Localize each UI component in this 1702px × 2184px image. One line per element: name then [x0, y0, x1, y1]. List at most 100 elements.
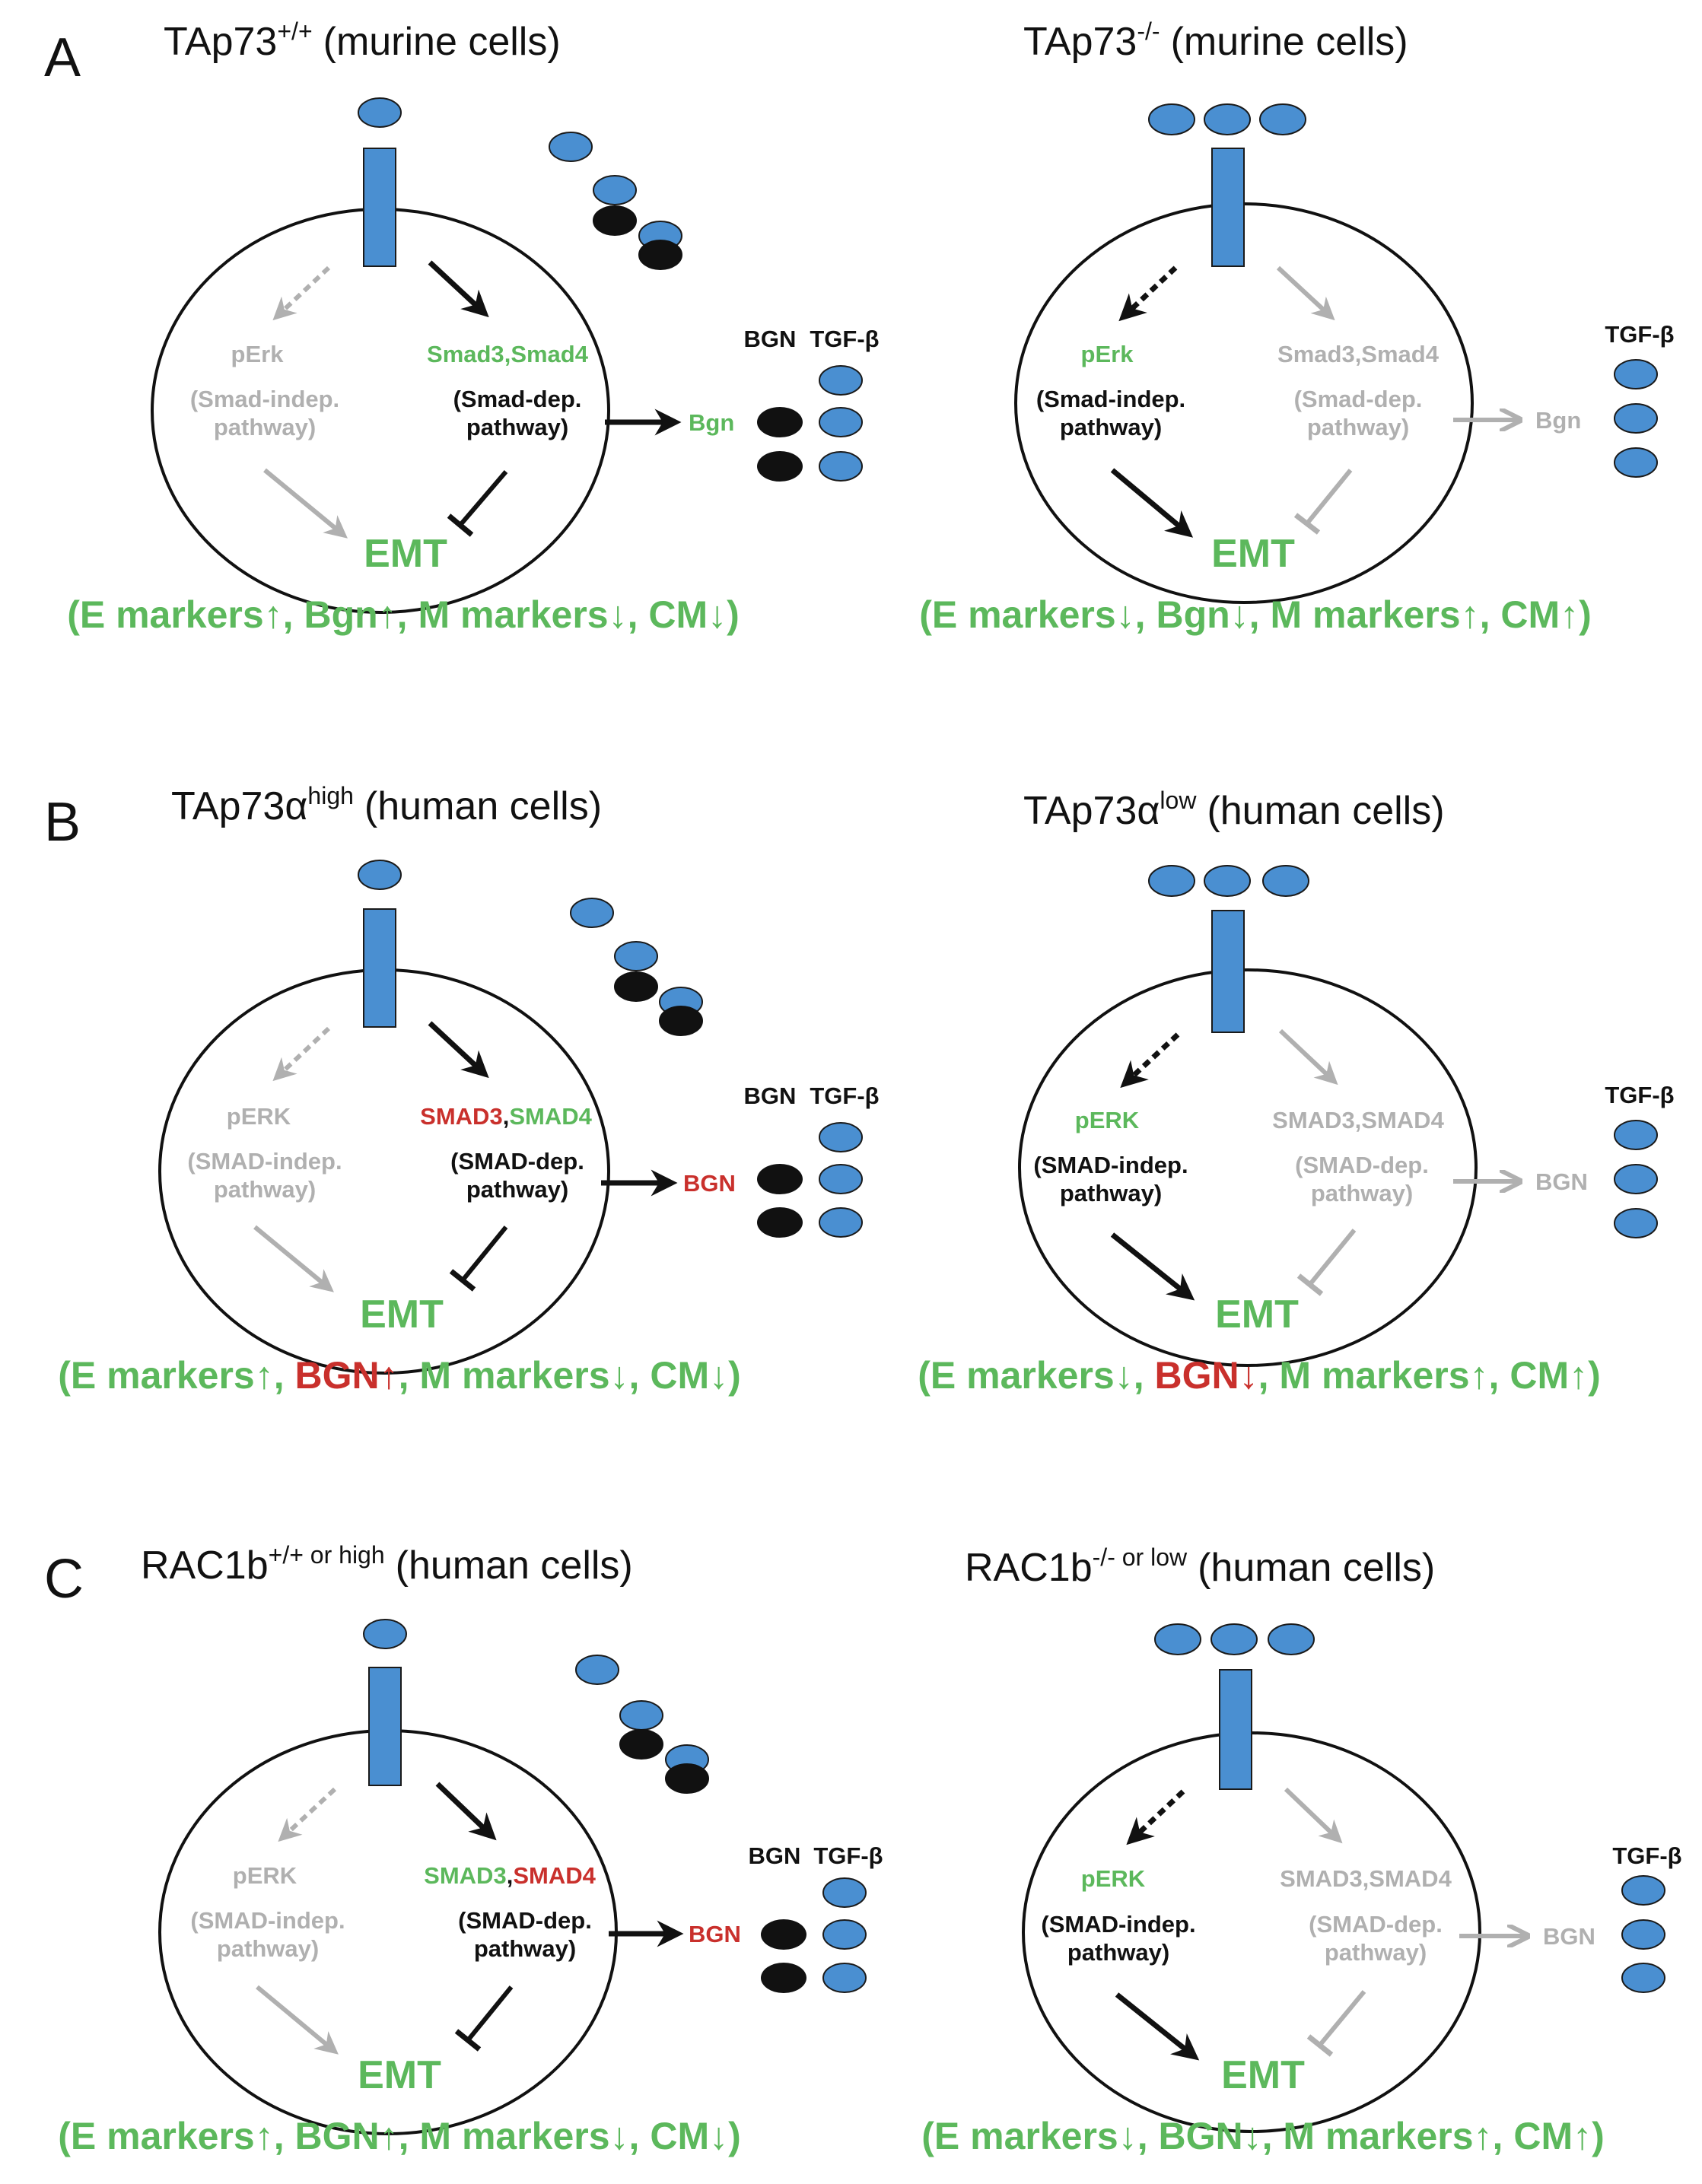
- bgn-bound-2: [638, 240, 682, 270]
- smad-label: SMAD3,SMAD4: [1272, 1107, 1444, 1133]
- arrow-to-smad-inactive: [1284, 1787, 1343, 1844]
- arrow-to-perk-inactive: [278, 1787, 337, 1842]
- tgfb-ligand: [1154, 1623, 1201, 1655]
- bgn-bound-2: [659, 1006, 703, 1036]
- legend-tgf-2: [822, 1919, 867, 1950]
- arrow-to-perk-active: [1118, 265, 1178, 322]
- smad-indep-label-2: pathway): [1067, 1939, 1169, 1966]
- arrow-to-perk-active: [1120, 1032, 1180, 1089]
- arrow-to-emt-inactive: [253, 1225, 334, 1292]
- legend-tgf-label: TGF-β: [1612, 1842, 1681, 1869]
- inhibition-line: [466, 1985, 514, 2042]
- right-cell-diagram: TAp73-/-(murine cells) pErk (Smad-indep.…: [919, 17, 1674, 636]
- legend-tgf-3: [819, 451, 863, 482]
- bgn-bound-1: [593, 205, 637, 236]
- smad-dep-label-2: pathway): [1325, 1939, 1427, 1966]
- legend-tgf-2: [819, 1164, 863, 1194]
- smad-indep-label: (SMAD-indep.: [1041, 1911, 1195, 1938]
- perk-label: pERK: [1075, 1107, 1140, 1133]
- arrow-to-perk-active: [1126, 1789, 1185, 1845]
- tgfb-ligand: [358, 97, 402, 128]
- left-cell-diagram: TAp73+/+(murine cells) pErk (Smad-indep.…: [67, 17, 879, 636]
- left-cell-diagram: TAp73αhigh(human cells) pERK (SMAD-indep…: [58, 782, 879, 1397]
- tgfb-ligand: [1204, 865, 1251, 897]
- tgfb-receptor: [363, 908, 396, 1028]
- perk-label: pErk: [231, 341, 285, 367]
- panel-c: C RAC1b+/+ or high(human cells) pERK (SM…: [44, 1541, 1682, 2157]
- legend-bgn-label: BGN: [744, 326, 797, 352]
- tgfb-ligand: [1262, 865, 1309, 897]
- legend-tgf-2: [1621, 1919, 1665, 1950]
- arrow-to-smad-active: [435, 1782, 497, 1841]
- legend-tgf-3: [819, 1207, 863, 1238]
- right-cell-diagram: TAp73αlow(human cells) pERK (SMAD-indep.…: [918, 787, 1674, 1397]
- smad-indep-label-2: pathway): [214, 1176, 316, 1203]
- bgn-output-label: BGN: [689, 1921, 741, 1947]
- inhibition-line: [1308, 1229, 1357, 1286]
- arrow-to-smad-inactive: [1278, 1028, 1338, 1086]
- legend-tgf-3: [822, 1963, 867, 1993]
- tgfb-bound-1: [593, 175, 637, 205]
- perk-label: pERK: [233, 1862, 297, 1889]
- smad-label: SMAD3,SMAD4: [424, 1862, 596, 1889]
- tgfb-ligand: [1210, 1623, 1258, 1655]
- legend-bgn-1: [757, 407, 803, 437]
- phenotype-summary: (E markers↑, Bgn↑, M markers↓, CM↓): [67, 593, 740, 636]
- smad-dep-label: (SMAD-dep.: [450, 1148, 584, 1175]
- smad-dep-label-2: pathway): [466, 414, 568, 440]
- bgn-bound-2: [665, 1763, 709, 1794]
- arrow-to-emt-inactive: [263, 468, 348, 539]
- legend-tgf-1: [1614, 359, 1658, 389]
- bgn-output-label: Bgn: [689, 409, 734, 436]
- legend-bgn-1: [761, 1919, 806, 1950]
- emt-label: EMT: [1215, 1292, 1299, 1337]
- legend-tgf-1: [1614, 1120, 1658, 1150]
- smad-dep-label: (SMAD-dep.: [1309, 1911, 1443, 1938]
- bgn-output-label: BGN: [1535, 1168, 1588, 1195]
- tgfb-ligand: [1268, 1623, 1315, 1655]
- left-cell-diagram: RAC1b+/+ or high(human cells) pERK (SMAD…: [58, 1541, 883, 2157]
- inhibition-line: [1305, 469, 1353, 525]
- tgfb-receptor: [1211, 910, 1245, 1033]
- cell-title: TAp73αhigh(human cells): [171, 782, 602, 828]
- emt-label: EMT: [1221, 2053, 1305, 2097]
- perk-label: pErk: [1081, 341, 1134, 367]
- arrow-to-smad-active: [428, 260, 489, 318]
- legend-tgf-label: TGF-β: [810, 326, 879, 352]
- bgn-bound-1: [614, 971, 658, 1002]
- cell-membrane: [1018, 968, 1478, 1367]
- legend-tgf-1: [1621, 1875, 1665, 1906]
- smad-indep-label-2: pathway): [1060, 1180, 1162, 1206]
- legend-tgf-1: [819, 365, 863, 396]
- smad-dep-label: (Smad-dep.: [1294, 386, 1423, 412]
- smad-dep-label: (Smad-dep.: [453, 386, 582, 412]
- smad-dep-label: (SMAD-dep.: [458, 1907, 592, 1934]
- cell-title: TAp73+/+(murine cells): [164, 17, 561, 64]
- smad-label: Smad3,Smad4: [1277, 341, 1440, 367]
- emt-label: EMT: [364, 532, 447, 576]
- tgfb-ligand: [1204, 103, 1251, 135]
- smad-dep-label-2: pathway): [474, 1935, 576, 1962]
- smad-dep-label-2: pathway): [1311, 1180, 1413, 1206]
- bgn-output-label: BGN: [1543, 1923, 1595, 1950]
- tgfb-receptor: [363, 148, 396, 267]
- legend-bgn-label: BGN: [744, 1082, 797, 1109]
- legend-tgf-1: [819, 1122, 863, 1152]
- arrow-to-emt-active: [1110, 1232, 1195, 1301]
- arrow-to-smad-active: [428, 1021, 489, 1079]
- phenotype-summary: (E markers↑, BGN↑, M markers↓, CM↓): [58, 1354, 741, 1397]
- legend-tgf-3: [1614, 1208, 1658, 1238]
- perk-label: pERK: [227, 1103, 291, 1130]
- perk-label: pERK: [1081, 1865, 1146, 1892]
- tgfb-receptor: [368, 1667, 402, 1786]
- inhibition-bar: [1306, 2034, 1334, 2057]
- legend-bgn-label: BGN: [749, 1842, 801, 1869]
- smad-indep-label-2: pathway): [214, 414, 316, 440]
- smad-indep-label-2: pathway): [1060, 414, 1162, 440]
- legend-tgf-label: TGF-β: [1605, 1082, 1674, 1108]
- smad-indep-label: (SMAD-indep.: [1033, 1152, 1188, 1178]
- inhibition-bar: [449, 1269, 476, 1292]
- legend-tgf-1: [822, 1877, 867, 1908]
- legend-bgn-2: [757, 1207, 803, 1238]
